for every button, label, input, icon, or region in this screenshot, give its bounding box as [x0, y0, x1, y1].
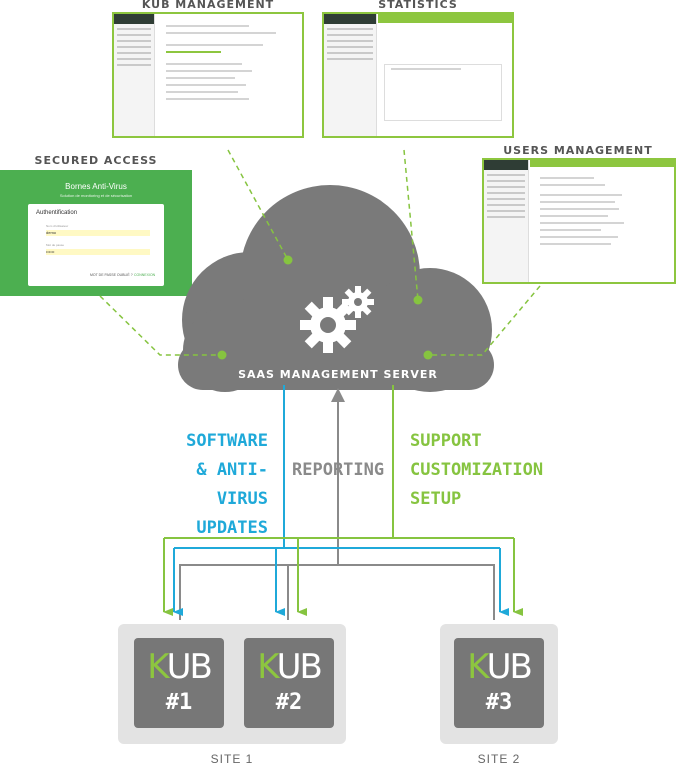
login-app-name: Bornes Anti-Virus	[65, 182, 127, 191]
statistics-screenshot	[322, 12, 514, 138]
login-user-field[interactable]: demo	[46, 230, 150, 236]
title-kub-management: KUB MANAGEMENT	[141, 0, 275, 11]
reporting-label: REPORTING	[292, 460, 385, 480]
software-label-line3: UPDATES	[196, 518, 268, 538]
title-statistics: STATISTICS	[378, 0, 458, 11]
login-connect-button[interactable]: CONNEXION	[134, 273, 156, 277]
login-auth-title: Authentification	[36, 210, 78, 216]
dashed-connectors	[99, 149, 541, 356]
reporting-arrowhead	[331, 388, 345, 402]
login-card: Authentification Nom d'utilisateur demo …	[28, 204, 164, 286]
title-secured-access: SECURED ACCESS	[34, 154, 158, 167]
reporting-lines	[179, 395, 495, 620]
kub1-word: UB	[166, 647, 213, 687]
site-1-label: SITE 1	[210, 752, 254, 766]
gear-icon	[300, 297, 356, 353]
site-2-label: SITE 2	[477, 752, 521, 766]
kub-device-2: KUB #2	[244, 638, 334, 728]
kub2-word: UB	[276, 647, 323, 687]
login-user-label: Nom d'utilisateur	[46, 224, 69, 228]
support-label-line1: SUPPORT	[410, 431, 482, 451]
users-management-screenshot	[482, 158, 676, 284]
software-lines	[173, 385, 509, 616]
kub-management-screenshot	[112, 12, 304, 138]
cloud-label: SAAS MANAGEMENT SERVER	[238, 368, 438, 381]
kub1-k: K	[147, 647, 168, 687]
login-forgot-link[interactable]: MOT DE PASSE OUBLIÉ ?	[90, 273, 133, 277]
kub2-k: K	[257, 647, 278, 687]
kub3-k: K	[467, 647, 488, 687]
kub3-number: #3	[485, 690, 513, 715]
title-users-management: USERS MANAGEMENT	[503, 144, 653, 157]
support-label: SUPPORT CUSTOMIZATION SETUP	[410, 427, 550, 514]
support-label-line3: SETUP	[410, 489, 462, 509]
kub3-word: UB	[486, 647, 533, 687]
software-label: SOFTWARE & ANTI-VIRUS UPDATES	[150, 427, 268, 543]
connector-dots	[217, 255, 433, 360]
support-lines	[163, 385, 523, 616]
login-pass-field[interactable]: ••••••	[46, 249, 150, 255]
support-label-line2: CUSTOMIZATION	[410, 460, 544, 480]
kub-device-1: KUB #1	[134, 638, 224, 728]
software-label-line1: SOFTWARE	[186, 431, 268, 451]
software-label-line2: & ANTI-VIRUS	[196, 460, 268, 509]
kub1-number: #1	[165, 690, 193, 715]
login-subtitle: Solution de monitoring et de sécurisatio…	[59, 193, 133, 198]
cloud	[178, 185, 494, 392]
small-gear-icon	[342, 286, 374, 318]
login-pass-label: Mot de passe	[46, 243, 65, 247]
secured-access-screenshot: Bornes Anti-Virus Solution de monitoring…	[0, 170, 192, 296]
kub2-number: #2	[275, 690, 303, 715]
kub-device-3: KUB #3	[454, 638, 544, 728]
